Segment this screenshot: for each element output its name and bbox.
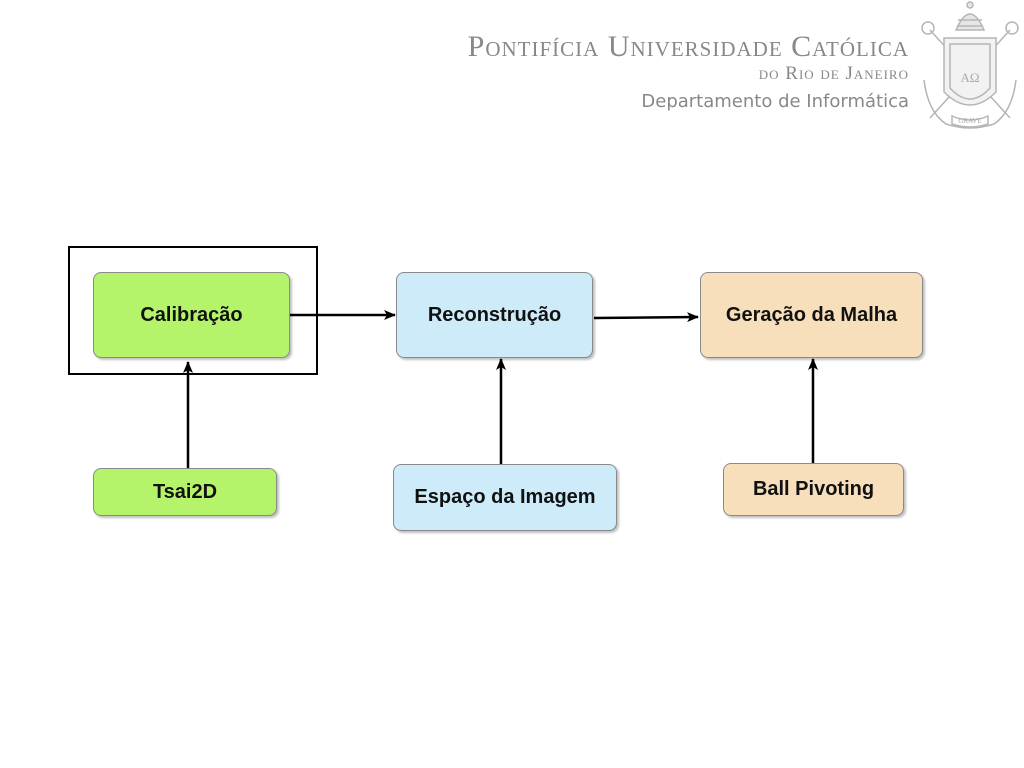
node-espaco-imagem-label: Espaço da Imagem: [414, 486, 596, 508]
university-name: Pontifícia Universidade Católica: [467, 30, 909, 63]
node-ball-pivoting-label: Ball Pivoting: [752, 478, 875, 500]
node-calibracao-label: Calibração: [140, 303, 243, 326]
node-tsai2d: Tsai2D: [93, 468, 277, 516]
node-geracao-malha: Geração da Malha: [700, 272, 923, 358]
university-city: do Rio de Janeiro: [758, 63, 909, 84]
node-ball-pivoting: Ball Pivoting: [723, 463, 904, 516]
arrow-reconstrucao-to-geracao: [593, 312, 699, 323]
highlight-frame: [68, 246, 318, 375]
department-name: Departamento de Informática: [641, 91, 909, 112]
crest-motto: GRAVE: [958, 117, 981, 125]
node-calibracao: Calibração: [93, 272, 290, 358]
node-espaco-imagem: Espaço da Imagem: [393, 464, 617, 531]
node-geracao-malha-label: Geração da Malha: [725, 303, 898, 326]
node-reconstrucao: Reconstrução: [396, 272, 593, 358]
node-tsai2d-label: Tsai2D: [152, 480, 218, 503]
node-reconstrucao-label: Reconstrução: [427, 303, 562, 326]
university-crest-logo: ΑΩ GRAVE: [921, 1, 1019, 129]
crest-letters: ΑΩ: [960, 70, 979, 85]
institution-header: Pontifícia Universidade Católica do Rio …: [468, 30, 909, 114]
